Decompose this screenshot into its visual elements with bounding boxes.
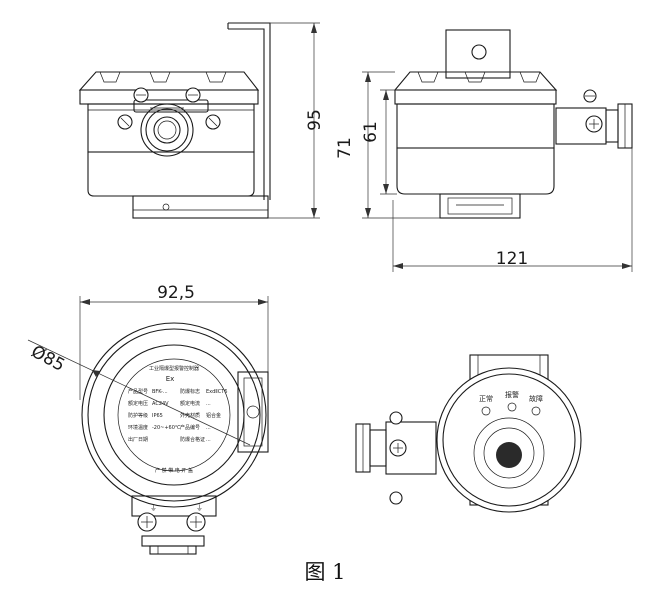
dimension-diameter-label: Ø85 <box>28 342 68 376</box>
nameplate-cell: ... <box>206 401 211 407</box>
dimension-121-label: 121 <box>496 249 528 269</box>
nameplate-cell: IP65 <box>152 413 163 419</box>
ex-mark: Ex <box>166 375 175 383</box>
nameplate-cell: 额定电流 <box>180 400 200 407</box>
nameplate-cell: ExdⅡCT6 <box>206 389 227 395</box>
nameplate-cell: 铝合金 <box>206 412 221 419</box>
dimension-92-5-label: 92,5 <box>157 283 195 303</box>
nameplate-table: 产品型号 BFK-... 防爆标志 ExdⅡCT6 额定电压 AC24V 额定电流... 防护… <box>128 388 227 443</box>
dimension-95-label: 95 <box>305 109 325 131</box>
nameplate-cell: 防护等级 <box>128 412 148 419</box>
nameplate-cell: 防爆合格证 <box>180 436 205 443</box>
ground-symbol-right: ⏚ <box>196 504 203 512</box>
nameplate-cell: 环境温度 <box>128 424 148 431</box>
nameplate-cell: ... <box>206 437 211 443</box>
ring-title: 工业隔爆型报警控制器 <box>149 365 199 372</box>
figure-caption: 图 1 <box>304 560 346 584</box>
nameplate-cell: ... <box>206 425 211 431</box>
nameplate-cell: 外壳材质 <box>180 412 200 419</box>
warning-label: 产 禁 带 电 开 盖 <box>155 467 193 474</box>
indicator-fault-label: 故障 <box>529 394 543 403</box>
side-elevation-view: 71 61 121 <box>335 29 633 272</box>
nameplate-cell: AC24V <box>152 401 169 407</box>
nameplate-cell: BFK-... <box>152 389 168 395</box>
front-elevation-view: 95 <box>78 22 325 219</box>
indicator-alarm-label: 报警 <box>505 390 519 399</box>
top-view-nameplate: 92,5 Ø85 Ex 工业隔爆型报警控制器 产品型号 BFK-... 防爆标志 Ex… <box>28 283 269 555</box>
nameplate-cell: 防爆标志 <box>180 388 200 395</box>
ground-symbol-left: ⏚ <box>150 504 157 512</box>
indicator-normal-label: 正常 <box>479 394 493 403</box>
nameplate-cell: -20~+60℃ <box>152 425 181 431</box>
nameplate-cell: 产品编号 <box>180 424 200 431</box>
dimension-61-label: 61 <box>361 121 381 143</box>
nameplate-cell: 出厂日期 <box>128 436 148 443</box>
bottom-view: 正常 报警 故障 <box>355 354 582 513</box>
nameplate-cell: 产品型号 <box>128 388 148 395</box>
nameplate-cell: 额定电压 <box>128 400 148 407</box>
dimension-71-label: 71 <box>335 137 355 159</box>
